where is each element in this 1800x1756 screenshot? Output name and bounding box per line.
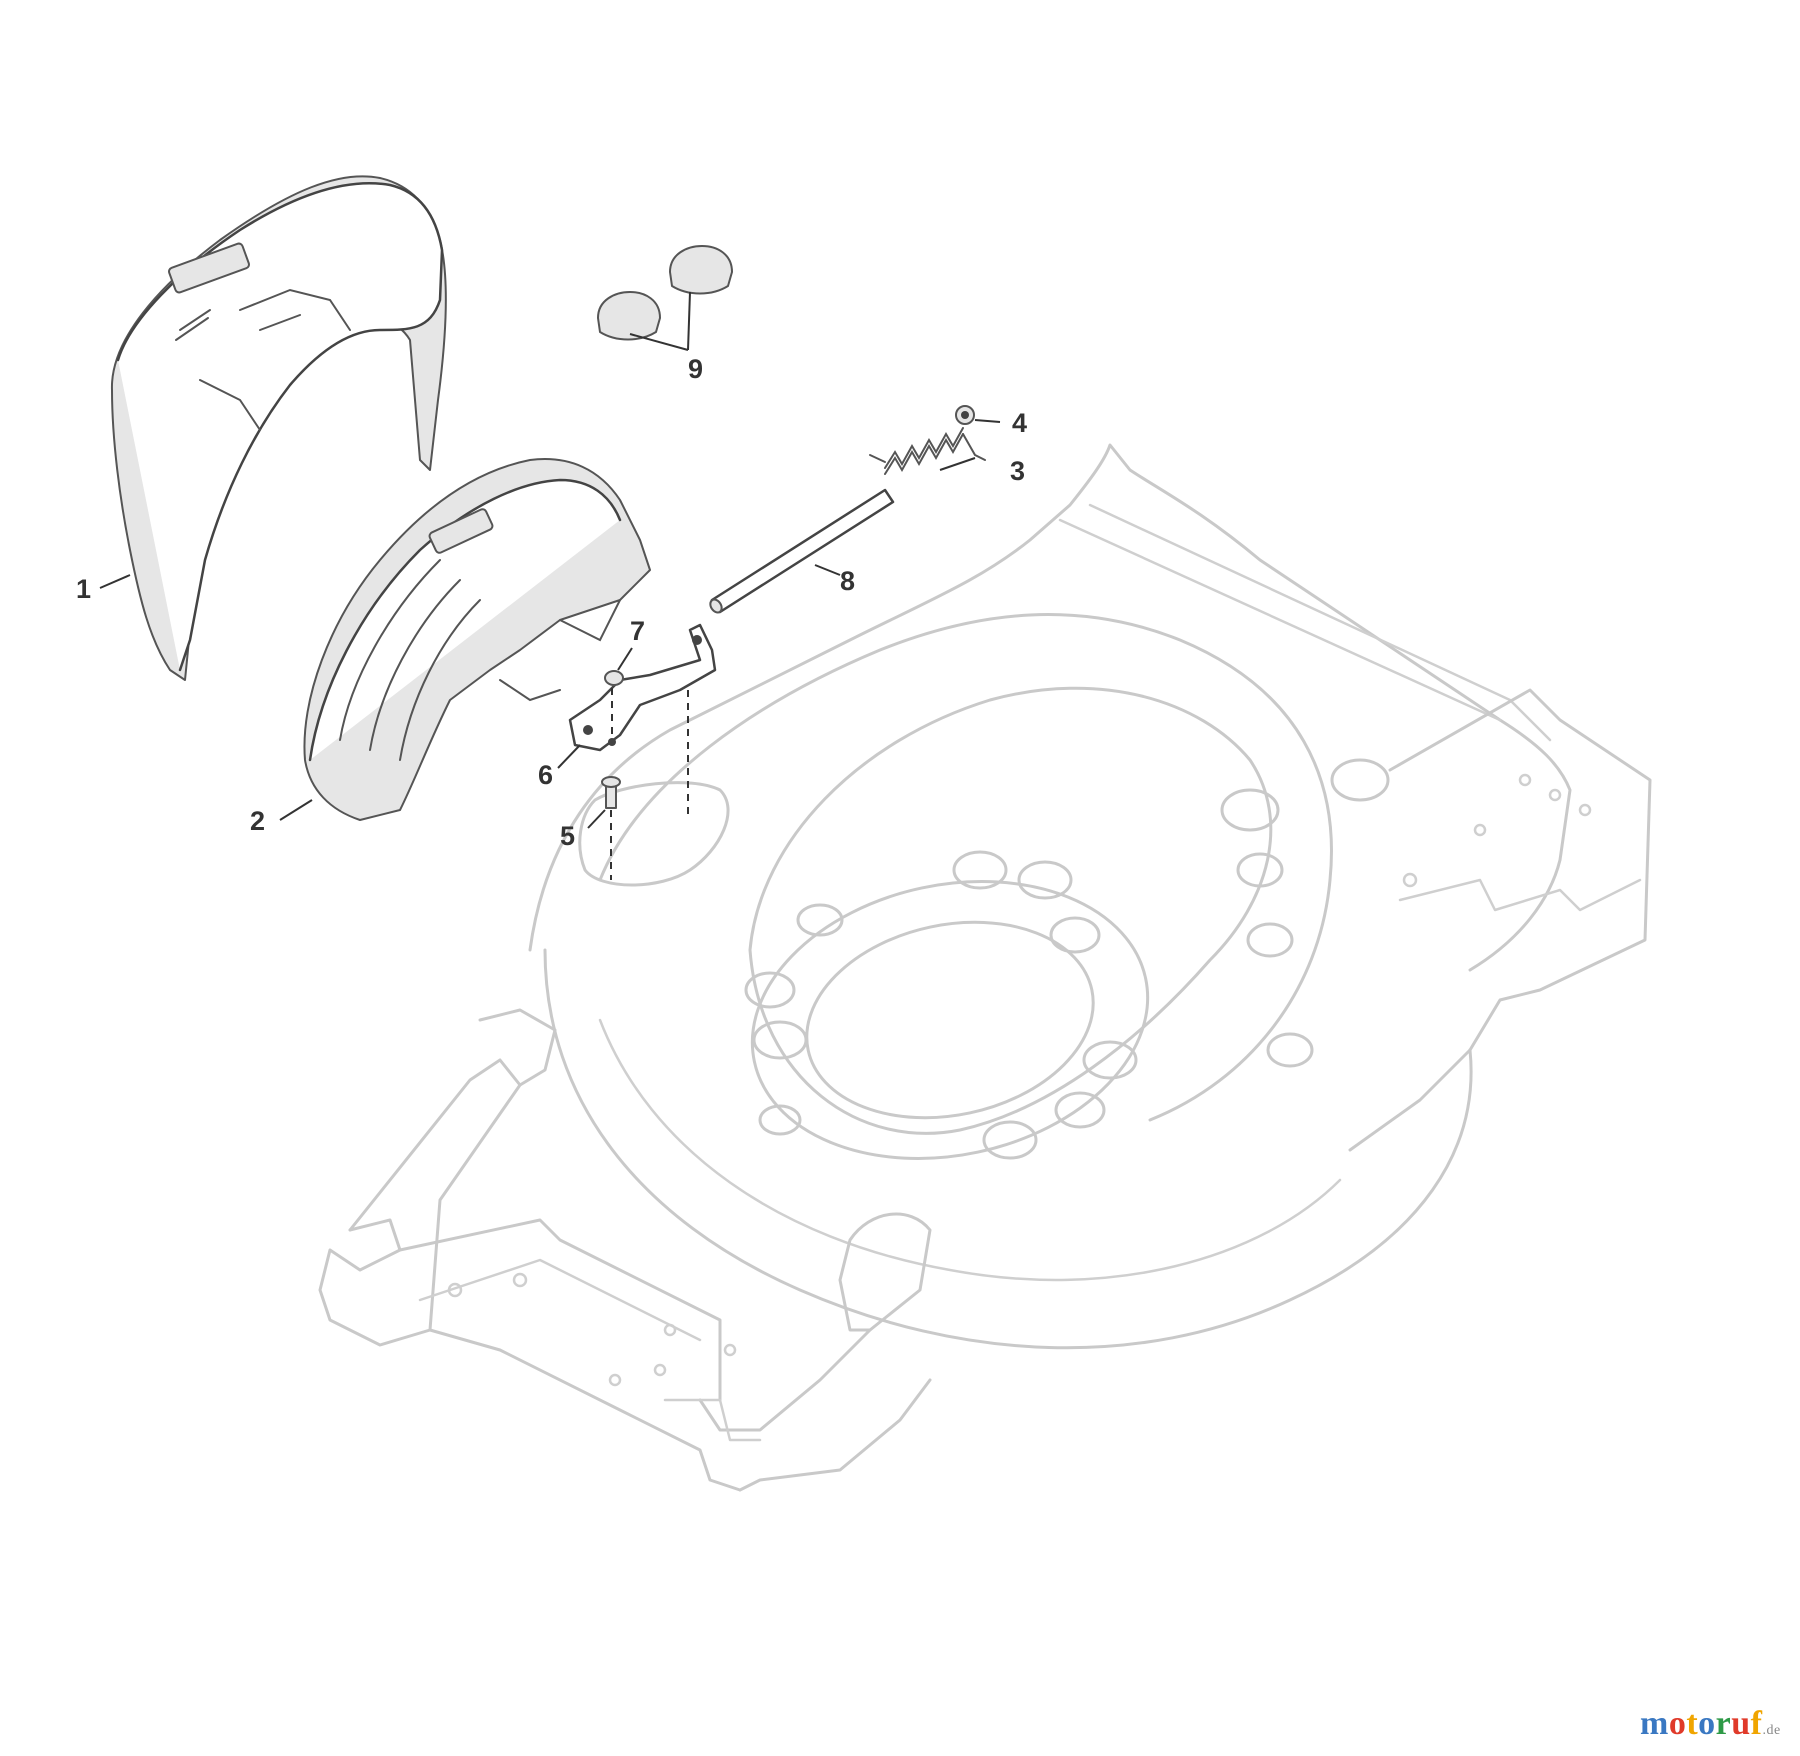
callout-2: 2 (250, 806, 265, 836)
mower-deck (318, 443, 1652, 1492)
callout-labels: 1 2 3 4 5 6 7 8 9 (76, 354, 1027, 851)
watermark-letter: r (1715, 1705, 1732, 1742)
callout-3: 3 (1010, 456, 1025, 486)
watermark-letter: o (1698, 1705, 1716, 1742)
spring-part-3 (869, 427, 986, 475)
callout-7: 7 (630, 616, 645, 646)
callout-8: 8 (840, 566, 855, 596)
assembly-lines (610, 688, 689, 880)
callout-5: 5 (560, 821, 575, 851)
motoruf-watermark: motoruf.de (1640, 1705, 1781, 1743)
watermark-letter: t (1686, 1705, 1699, 1742)
nut-part-4 (955, 405, 975, 425)
callout-9: 9 (688, 354, 703, 384)
callout-4: 4 (1012, 408, 1027, 438)
bracket-part-6 (568, 623, 717, 752)
screw-part-5 (601, 776, 621, 809)
nut-part-7 (604, 670, 624, 686)
callout-6: 6 (538, 760, 553, 790)
caps-part-9 (597, 245, 733, 341)
front-cover-part-2 (303, 458, 651, 821)
leader-lines (99, 291, 1001, 829)
mount-bosses (744, 758, 1390, 1160)
watermark-letter: o (1668, 1705, 1687, 1742)
watermark-letter: m (1640, 1705, 1669, 1742)
watermark-letter: u (1731, 1705, 1751, 1742)
watermark-tld: .de (1762, 1723, 1781, 1738)
rear-cover-part-1 (110, 175, 447, 681)
callout-1: 1 (76, 574, 91, 604)
watermark-letter: f (1750, 1705, 1763, 1742)
rod-part-8 (709, 488, 895, 614)
